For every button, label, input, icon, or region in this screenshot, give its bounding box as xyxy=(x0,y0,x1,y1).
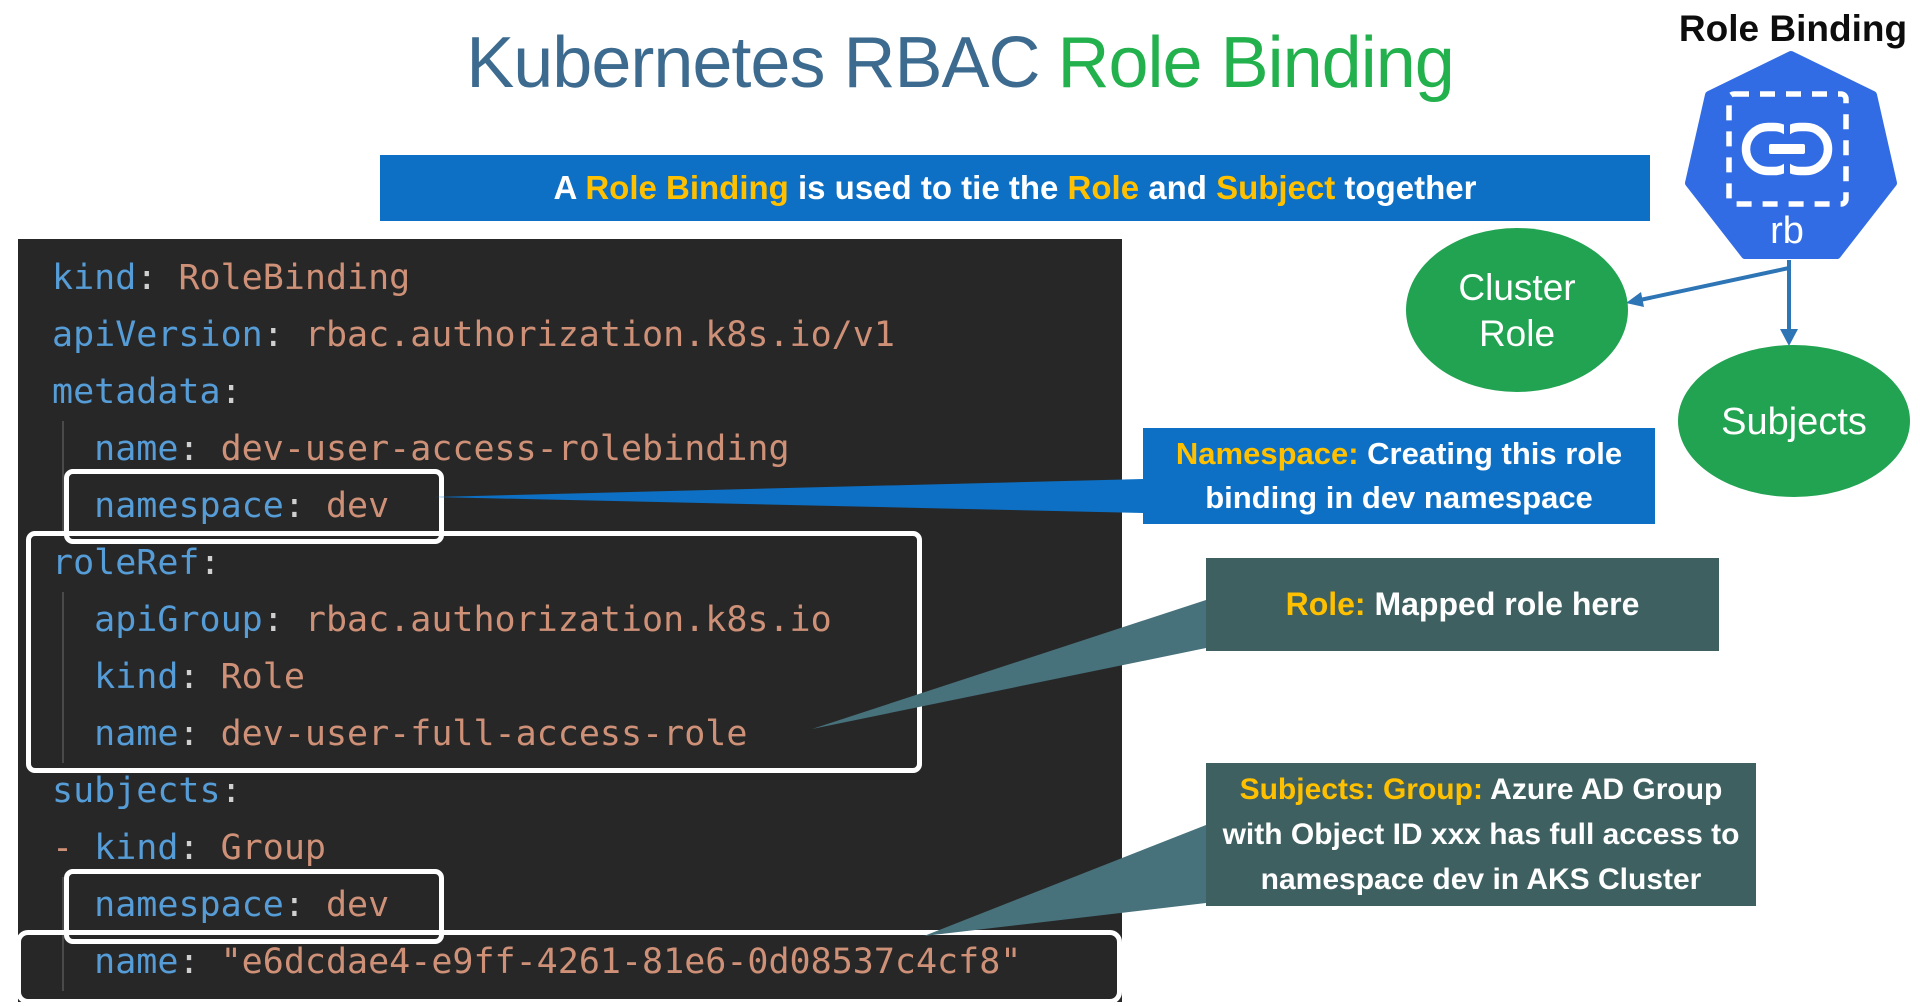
subjects-callout: Subjects: Group: Azure AD Group with Obj… xyxy=(1206,763,1756,906)
highlight-box-subject-name xyxy=(16,930,1122,1004)
namespace-callout-text: Namespace: Creating this role binding in… xyxy=(1175,436,1623,515)
title-primary-text: Kubernetes RBAC xyxy=(466,23,1040,103)
rolebinding-icon-label: Role Binding xyxy=(1678,8,1908,49)
namespace-callout: Namespace: Creating this role binding in… xyxy=(1143,428,1655,524)
indent-guide xyxy=(62,592,64,763)
subjects-node-text: Subjects xyxy=(1721,400,1867,443)
arrow-to-cluster-role xyxy=(1626,266,1790,307)
indent-guide xyxy=(62,421,64,535)
arrow-to-subjects xyxy=(1780,260,1798,346)
connector-namespace-callout xyxy=(434,479,1143,513)
intro-banner-text: A Role Binding is used to tie the Role a… xyxy=(553,169,1477,206)
subjects-ellipse xyxy=(1678,345,1910,497)
highlight-box-namespace-subject xyxy=(64,869,444,944)
chain-link-icon xyxy=(1741,122,1833,176)
intro-banner: A Role Binding is used to tie the Role a… xyxy=(380,155,1650,221)
role-callout-text: Role: Mapped role here xyxy=(1285,586,1640,622)
highlight-box-roleref xyxy=(26,531,922,773)
dashed-square-icon xyxy=(1726,91,1849,207)
title-accent-text: Role Binding xyxy=(1057,23,1455,103)
cluster-role-ellipse xyxy=(1406,228,1628,392)
connector-subjects-callout xyxy=(924,825,1206,936)
highlight-box-namespace-metadata xyxy=(64,469,444,544)
rolebinding-abbrev-text: rb xyxy=(1770,210,1804,252)
subjects-callout-text: Subjects: Group: Azure AD Group with Obj… xyxy=(1222,773,1740,896)
role-callout: Role: Mapped role here xyxy=(1206,558,1719,651)
connector-role-callout xyxy=(812,600,1206,729)
cluster-role-node-text: Cluster Role xyxy=(1458,266,1576,354)
subjects-node-label: Subjects xyxy=(1678,348,1910,496)
cluster-role-node-label: Cluster Role xyxy=(1432,232,1602,390)
